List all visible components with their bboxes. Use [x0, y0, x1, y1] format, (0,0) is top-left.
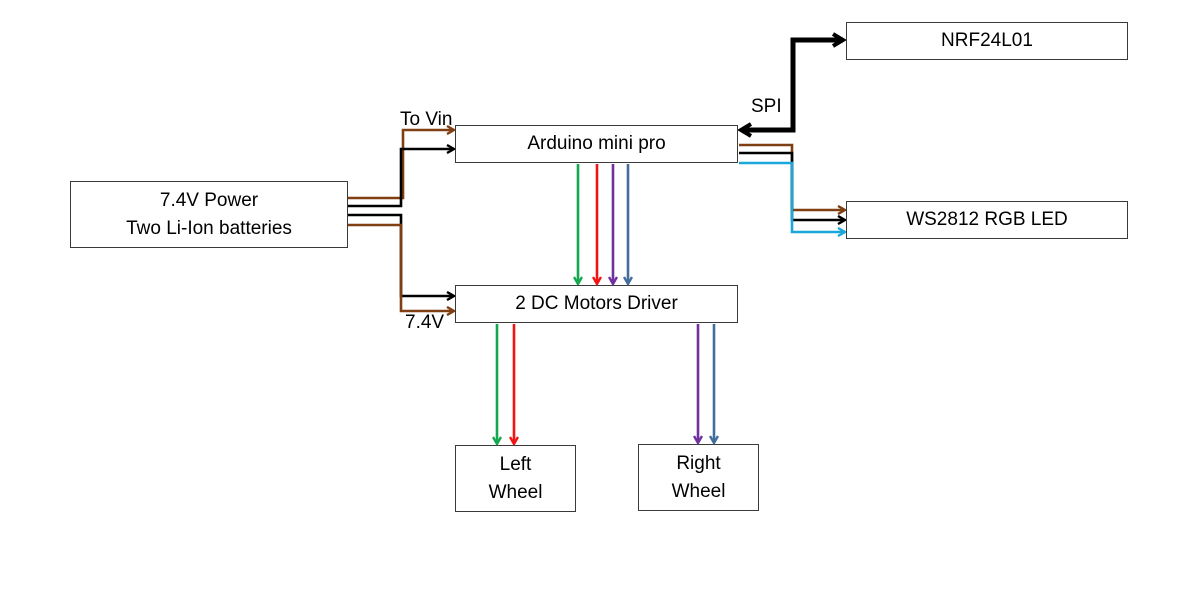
to-vin-label: To Vin: [400, 109, 453, 130]
wire-battery-gnd-arduino: [348, 149, 454, 208]
right-wheel-block: Right Wheel: [638, 444, 759, 511]
left-wheel-line1: Left: [499, 453, 532, 475]
motor-driver-label: 2 DC Motors Driver: [515, 293, 678, 314]
wire-battery-vin-arduino: [348, 130, 454, 200]
left-wheel-line2: Wheel: [488, 481, 543, 503]
right-wheel-line2: Wheel: [671, 480, 726, 502]
supply-voltage-label: 7.4V: [405, 312, 445, 333]
right-wheel-line1: Right: [676, 452, 721, 474]
spi-bus-to-arduino: [737, 70, 796, 138]
power-supply-subtitle: Two Li-Ion batteries: [126, 217, 292, 239]
motor-driver-block: 2 DC Motors Driver: [455, 285, 738, 323]
wire-battery-power-driver: [348, 223, 454, 311]
wire-led-data: [739, 161, 845, 232]
spi-label: SPI: [751, 96, 782, 117]
nrf24l01-label: NRF24L01: [941, 30, 1033, 51]
arduino-block: Arduino mini pro: [455, 125, 738, 163]
nrf24l01-block: NRF24L01: [846, 22, 1128, 60]
spi-bus-to-nrf: [790, 32, 847, 70]
left-wheel-block: Left Wheel: [455, 445, 576, 512]
ws2812-block: WS2812 RGB LED: [846, 201, 1128, 239]
power-supply-title: 7.4V Power: [159, 189, 259, 211]
power-supply-block: 7.4V Power Two Li-Ion batteries: [70, 181, 348, 248]
ws2812-label: WS2812 RGB LED: [906, 209, 1068, 230]
arduino-label: Arduino mini pro: [527, 133, 666, 154]
